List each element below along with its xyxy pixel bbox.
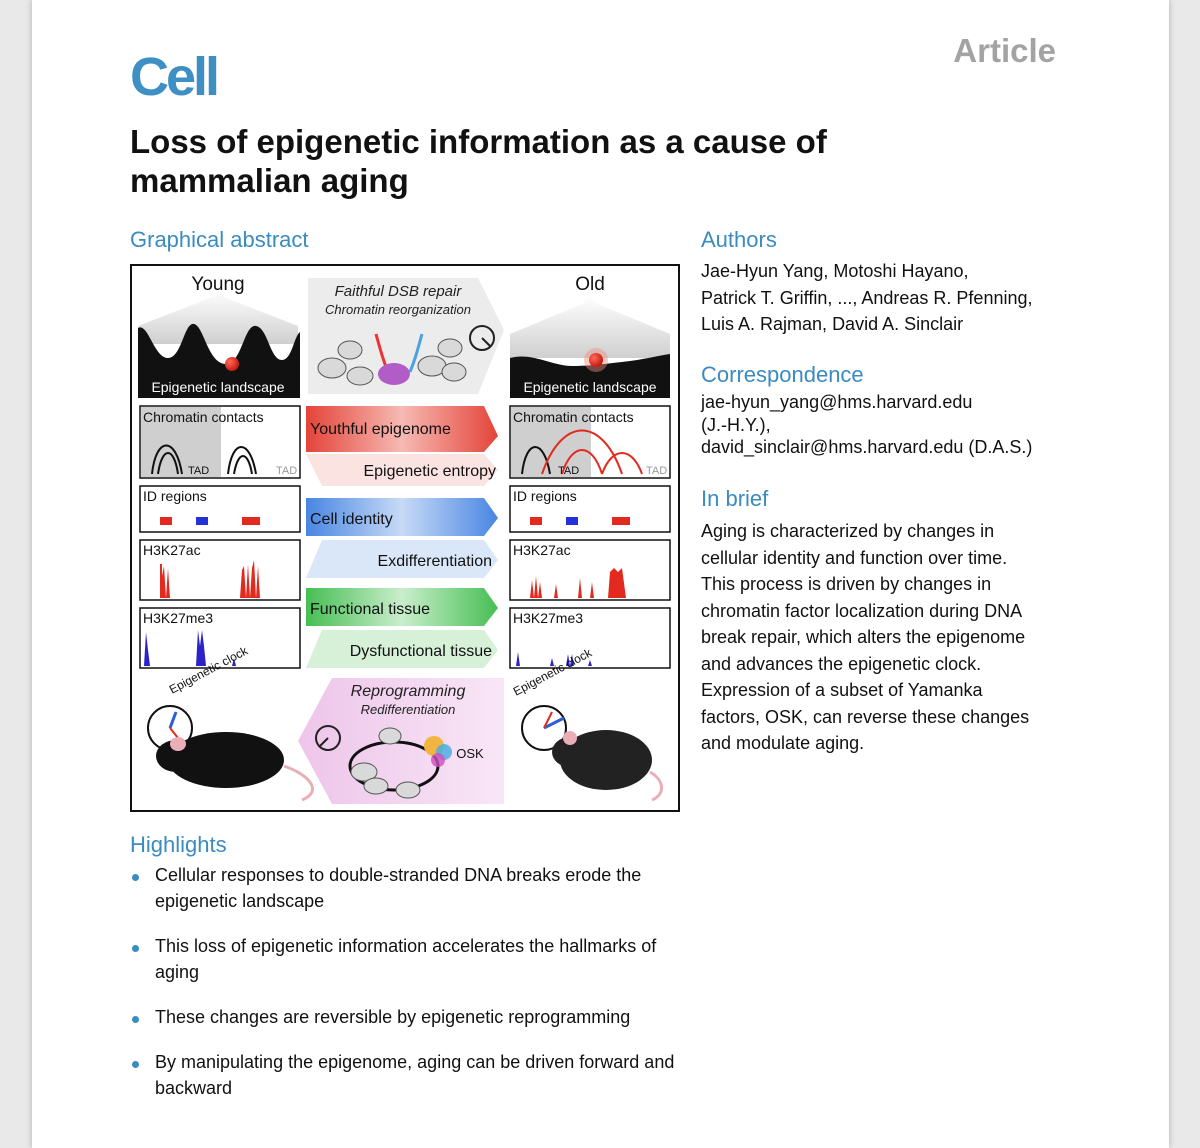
highlight-item: Cellular responses to double-stranded DN… [130,862,690,914]
in-brief-line: Expression of a subset of Yamanka [701,680,983,700]
bullet-icon [132,874,139,881]
young-landscape-panel: Epigenetic landscape [138,290,300,398]
reprogramming-label: Reprogramming [351,683,466,700]
reverse-clock-icon [315,725,341,751]
highlights-heading: Highlights [130,832,227,857]
highlight-item: This loss of epigenetic information acce… [130,933,690,985]
left-tad-label-2: TAD [276,465,297,477]
graphical-abstract-figure: Young Old Epigenetic landscape Epigeneti… [130,264,680,812]
dsb-repair-panel: Faithful DSB repair Chromatin reorganiza… [308,278,504,394]
functional-label: Functional tissue [310,601,430,618]
in-brief-text: Aging is characterized by changes in cel… [701,518,1081,757]
left-id-regions-label: ID regions [143,488,207,504]
article-title: Loss of epigenetic information as a caus… [130,123,827,199]
email-link[interactable]: jae-hyun_yang@hms.harvard.edu [701,392,973,412]
in-brief-line: and modulate aging. [701,733,865,753]
correspondence-block: jae-hyun_yang@hms.harvard.edu (J.-H.Y.),… [701,391,1081,459]
highlight-item: These changes are reversible by epigenet… [130,1004,690,1030]
author-line: Patrick T. Griffin, ..., Andreas R. Pfen… [701,287,1033,308]
dysfunctional-label: Dysfunctional tissue [350,643,492,660]
young-label: Young [191,274,244,295]
correspondence-heading: Correspondence [701,362,864,387]
in-brief-line: Aging is characterized by changes in [701,521,995,541]
cell-identity-label: Cell identity [310,511,393,528]
bullet-icon [132,945,139,952]
highlights-list: Cellular responses to double-stranded DN… [130,862,690,1120]
nucleosome-icon [317,338,467,386]
correspondence-initials: (J.-H.Y.), [701,414,771,435]
bullet-icon [132,1016,139,1023]
left-chromatin-label: Chromatin contacts [143,409,264,425]
youthful-label: Youthful epigenome [310,421,451,438]
highlight-item: By manipulating the epigenome, aging can… [130,1049,690,1101]
entropy-label: Epigenetic entropy [363,463,496,480]
old-landscape-label: Epigenetic landscape [523,379,656,395]
left-tad-label: TAD [188,465,209,477]
in-brief-line: and advances the epigenetic clock. [701,653,982,674]
old-landscape-panel: Epigenetic landscape [510,296,670,398]
graphical-abstract-heading: Graphical abstract [130,227,309,252]
article-page: Cell Article Loss of epigenetic informat… [32,0,1169,1148]
in-brief-line: factors, OSK, can reverse these changes [701,706,1030,727]
author-line: Jae-Hyun Yang, Motoshi Hayano, [701,261,969,281]
osk-label: OSK [456,746,484,761]
young-mouse-icon [156,732,314,802]
chromatin-reorg-label: Chromatin reorganization [325,302,471,317]
right-h3k27ac-label: H3K27ac [513,542,571,558]
old-label: Old [575,274,605,295]
clock-arrow-icon [469,325,495,351]
authors-list: Jae-Hyun Yang, Motoshi Hayano, Patrick T… [701,258,1081,338]
dsb-repair-label: Faithful DSB repair [335,283,463,300]
rediff-label: Redifferentiation [361,702,456,717]
left-h3k27me3-label: H3K27me3 [143,610,213,626]
left-h3k27ac-label: H3K27ac [143,542,201,558]
in-brief-line: chromatin factor localization during DNA [701,600,1023,621]
journal-logo: Cell [130,47,220,107]
right-tad-label: TAD [558,465,579,477]
article-type-label: Article [953,32,1056,69]
right-tad-label-2: TAD [646,465,667,477]
in-brief-line: cellular identity and function over time… [701,547,1008,568]
in-brief-line: This process is driven by changes in [701,574,992,594]
reprogramming-panel: Reprogramming Redifferentiation OSK [298,678,504,804]
in-brief-heading: In brief [701,486,769,511]
right-h3k27me3-label: H3K27me3 [513,610,583,626]
exdiff-label: Exdifferentiation [378,553,492,570]
old-mouse-icon [552,730,663,802]
young-landscape-label: Epigenetic landscape [151,379,284,395]
email-link[interactable]: david_sinclair@hms.harvard.edu (D.A.S.) [701,437,1033,457]
right-id-regions-label: ID regions [513,488,577,504]
authors-heading: Authors [701,227,777,252]
in-brief-line: break repair, which alters the epigenome [701,627,1026,647]
right-chromatin-label: Chromatin contacts [513,409,634,425]
bullet-icon [132,1061,139,1068]
author-line: Luis A. Rajman, David A. Sinclair [701,314,964,334]
